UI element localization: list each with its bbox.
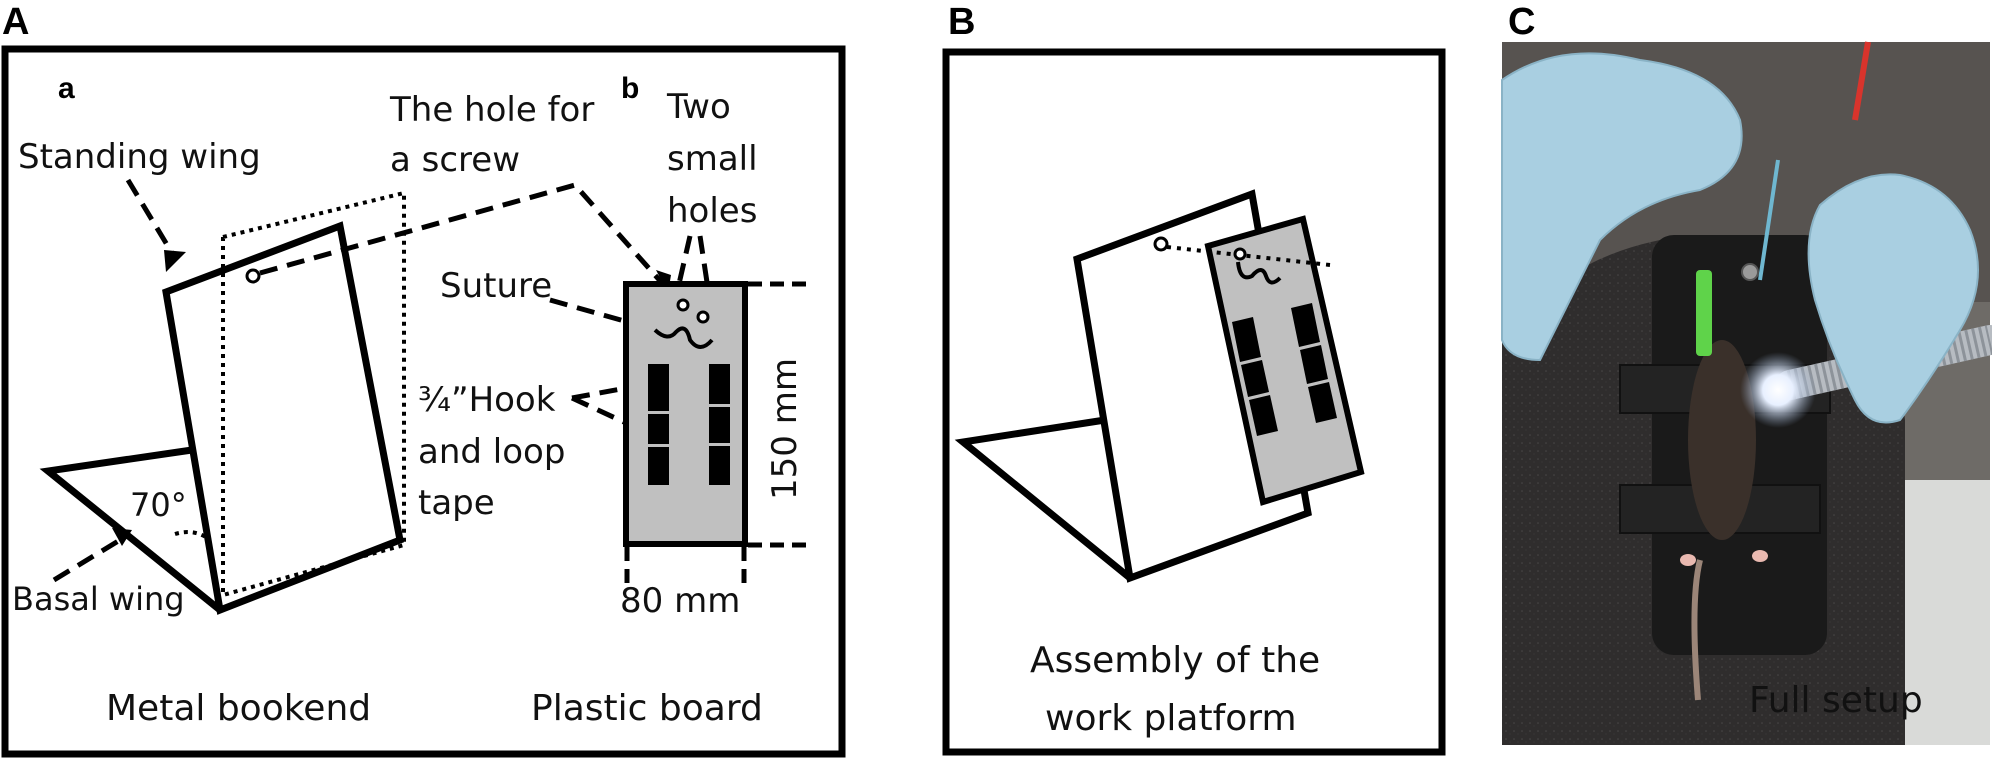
screw [1741, 263, 1759, 281]
hook-label-line2: and loop [418, 432, 565, 472]
subpanel-b-label: b [621, 72, 639, 105]
tape-strip [648, 447, 669, 485]
suture-label: Suture [440, 266, 552, 306]
small-hole-right [696, 310, 710, 324]
panel-a-frame [1, 45, 846, 758]
mouse-paw [1680, 554, 1696, 566]
panel-c-label: C [1508, 1, 1535, 43]
width-dimension-label: 80 mm [620, 581, 740, 621]
standing-wing-label: Standing wing [18, 137, 261, 177]
basal-wing-label: Basal wing [12, 580, 185, 618]
dimension-lines [624, 281, 806, 590]
tape-strip [709, 364, 730, 404]
assembled-tape-strip [1249, 395, 1278, 436]
assembled-tape-strip [1291, 303, 1320, 347]
assembled-basal-wing [954, 416, 1133, 581]
two-holes-line3: holes [667, 191, 757, 231]
assembly-caption-line2: work platform [1045, 698, 1297, 739]
panel-a-label: A [2, 1, 29, 43]
arrow-two-holes-left [673, 235, 693, 298]
assembled-screw-hole [1153, 236, 1169, 252]
suture-thread [653, 326, 714, 349]
assembled-tape [1232, 303, 1337, 436]
subpanel-a-label: a [58, 72, 75, 105]
hole-label-line2: a screw [390, 140, 520, 180]
panel-b: B Assembly of the work platform [942, 1, 1446, 756]
two-holes-line1: Two [666, 87, 731, 127]
mouse-tail [1691, 559, 1703, 701]
red-tube [1852, 41, 1871, 121]
small-hole-left [676, 298, 690, 312]
angle-arc [174, 530, 212, 542]
mouse-body [1688, 340, 1756, 540]
height-dimension-label: 150 mm [765, 358, 805, 500]
angle-label: 70° [130, 486, 187, 524]
green-tape [1696, 270, 1712, 356]
two-holes-line2: small [667, 139, 758, 179]
arrowhead-basal [112, 528, 132, 546]
hook-label-line1: ¾”Hook [418, 380, 556, 420]
assembled-tape-strip [1308, 382, 1337, 423]
hole-label-line1: The hole for [389, 90, 594, 130]
panel-c: C [1501, 1, 1992, 745]
plastic-board-caption: Plastic board [531, 688, 763, 729]
assembled-tape-strip [1241, 360, 1269, 397]
panel-b-label: B [948, 1, 975, 43]
tape-strip [648, 414, 669, 444]
gooseneck-ribs [1786, 325, 1992, 400]
assembled-hole [1233, 247, 1247, 261]
standing-wing-shape [162, 221, 404, 615]
panel-b-frame [942, 48, 1446, 756]
light-glow [1740, 352, 1816, 428]
syringe [1758, 159, 1780, 281]
assembled-tape-strip [1300, 345, 1328, 384]
arrowhead-standing [164, 250, 186, 272]
tape-strip [648, 364, 669, 411]
assembly-caption-line1: Assembly of the [1030, 640, 1320, 681]
basal-wing-shape [39, 446, 223, 613]
tape-strip [709, 446, 730, 485]
mouse-paw [1752, 550, 1768, 562]
hook-label-line3: tape [418, 483, 495, 523]
screw-hole [245, 268, 261, 284]
right-glove [1807, 173, 1979, 424]
left-glove [1501, 52, 1743, 362]
metal-bookend-caption: Metal bookend [106, 688, 371, 729]
assembled-suture [1236, 261, 1282, 285]
assembled-tape-strip [1232, 317, 1261, 362]
hook-loop-tape [648, 364, 730, 485]
assembled-plastic-board [1204, 215, 1365, 506]
tape-strip [709, 407, 730, 443]
assembled-screw-line [1166, 245, 1331, 267]
board-outline-dotted [221, 190, 406, 598]
arrow-two-holes-right [697, 235, 713, 303]
panel-a: A a b Standing wing The hole for a screw… [1, 1, 846, 758]
arrow-standing-wing [125, 178, 178, 260]
arrow-basal-wing [52, 537, 122, 583]
full-setup-photo: Full setup [1501, 41, 1992, 745]
full-setup-caption: Full setup [1749, 680, 1923, 721]
